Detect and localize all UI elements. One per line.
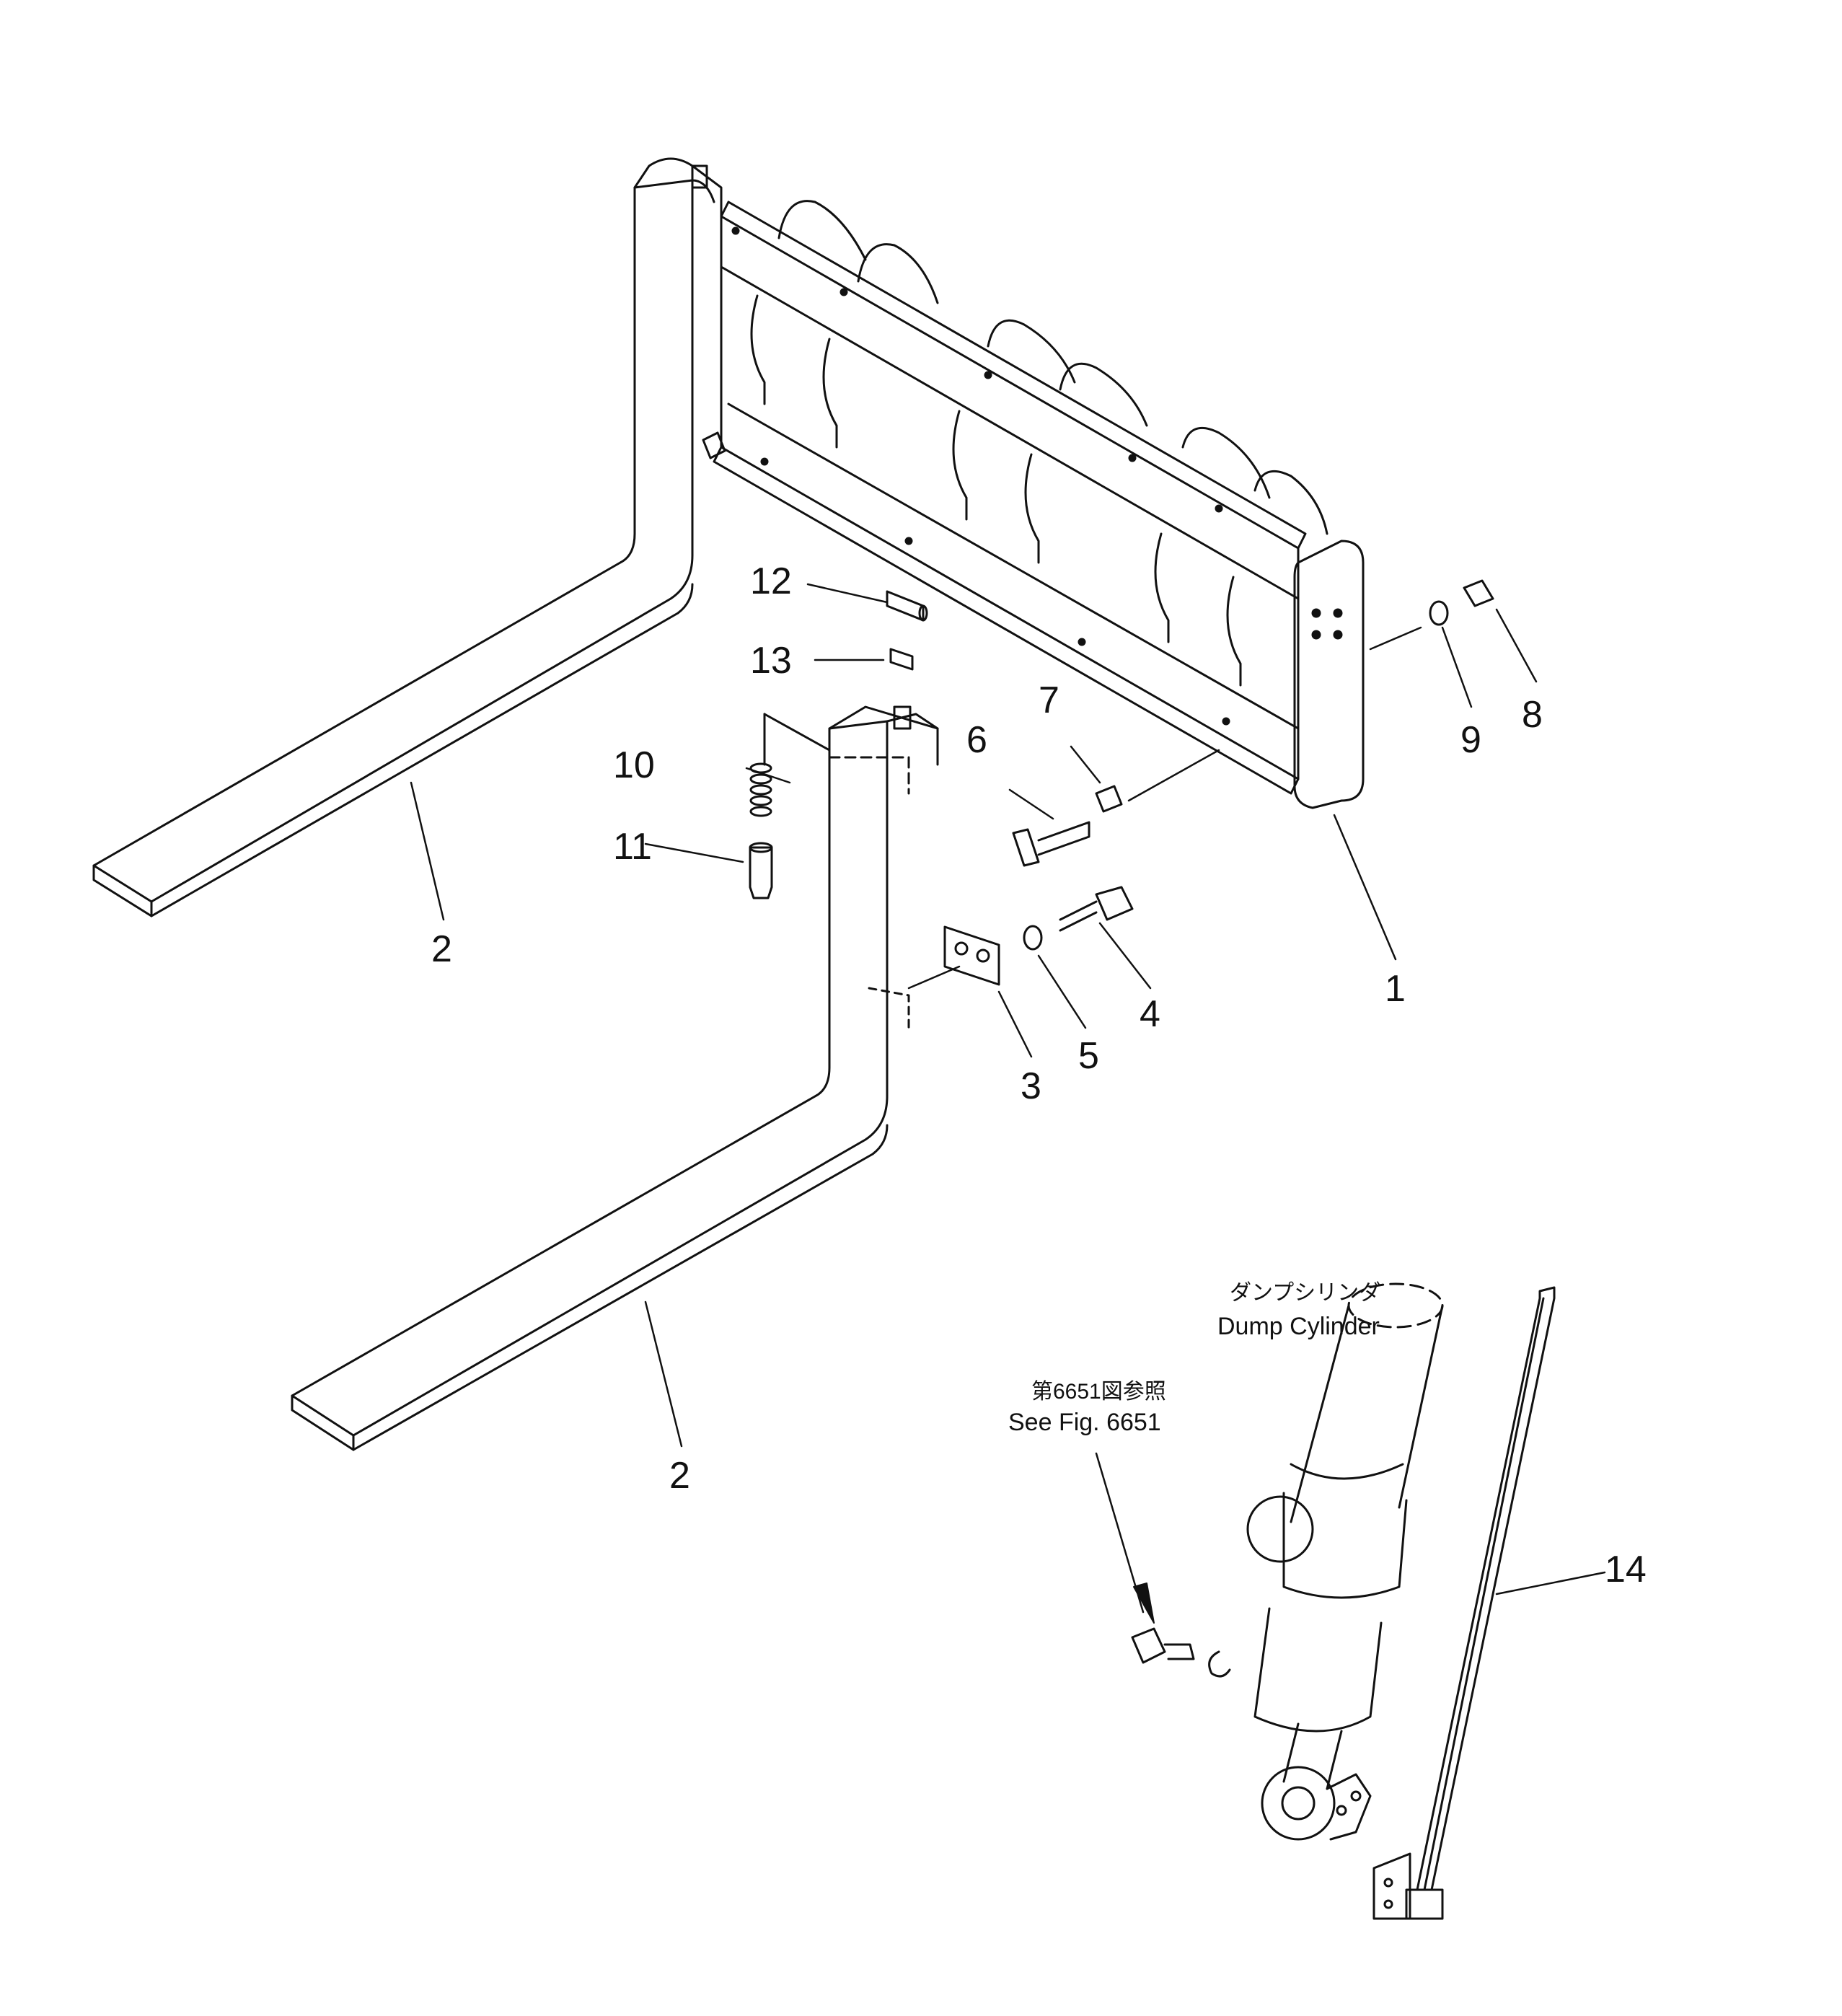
callout-2-lower: 2 [669, 1455, 690, 1497]
dump-cylinder [1246, 1282, 1444, 1841]
dump-cylinder-label-en: Dump Cylinder [1217, 1313, 1380, 1340]
stay-14 [1372, 1286, 1556, 1920]
callout-9: 9 [1460, 719, 1481, 761]
see-fig-label-en: See Fig. 6651 [1008, 1409, 1161, 1436]
callout-10: 10 [613, 744, 655, 786]
spring-10 [749, 713, 831, 817]
dump-cylinder-label-jp: ダンプシリンダ [1230, 1281, 1381, 1305]
nut-7 [1095, 785, 1123, 813]
callout-2-upper: 2 [431, 928, 452, 970]
callout-11: 11 [613, 826, 652, 868]
callout-7: 7 [1039, 679, 1059, 721]
see-fig-label-jp: 第6651図参照 [1031, 1380, 1166, 1404]
callout-6: 6 [966, 719, 987, 761]
plate-3 [943, 925, 1000, 986]
callout-12: 12 [750, 560, 792, 602]
fork-lower [291, 705, 939, 1451]
callout-3: 3 [1021, 1065, 1041, 1107]
pin-12 [886, 590, 928, 622]
fork-carriage-frame [713, 200, 1365, 809]
callout-1: 1 [1385, 968, 1406, 1010]
pin-11 [749, 842, 773, 899]
fork-upper [92, 157, 726, 917]
callout-8: 8 [1522, 694, 1543, 736]
callout-14: 14 [1605, 1549, 1647, 1590]
washer-5 [1023, 925, 1043, 951]
cylinder-bolt [1131, 1627, 1195, 1664]
cylinder-clip [1208, 1650, 1231, 1678]
bolt-4 [1059, 886, 1134, 932]
pin-13 [889, 648, 914, 671]
callout-4: 4 [1140, 993, 1160, 1035]
nut-8 [1463, 579, 1494, 607]
callout-13: 13 [750, 640, 792, 682]
washer-9 [1429, 600, 1449, 626]
callout-5: 5 [1078, 1035, 1099, 1077]
leader-lines [410, 583, 1606, 1614]
bolt-6 [1012, 821, 1090, 867]
